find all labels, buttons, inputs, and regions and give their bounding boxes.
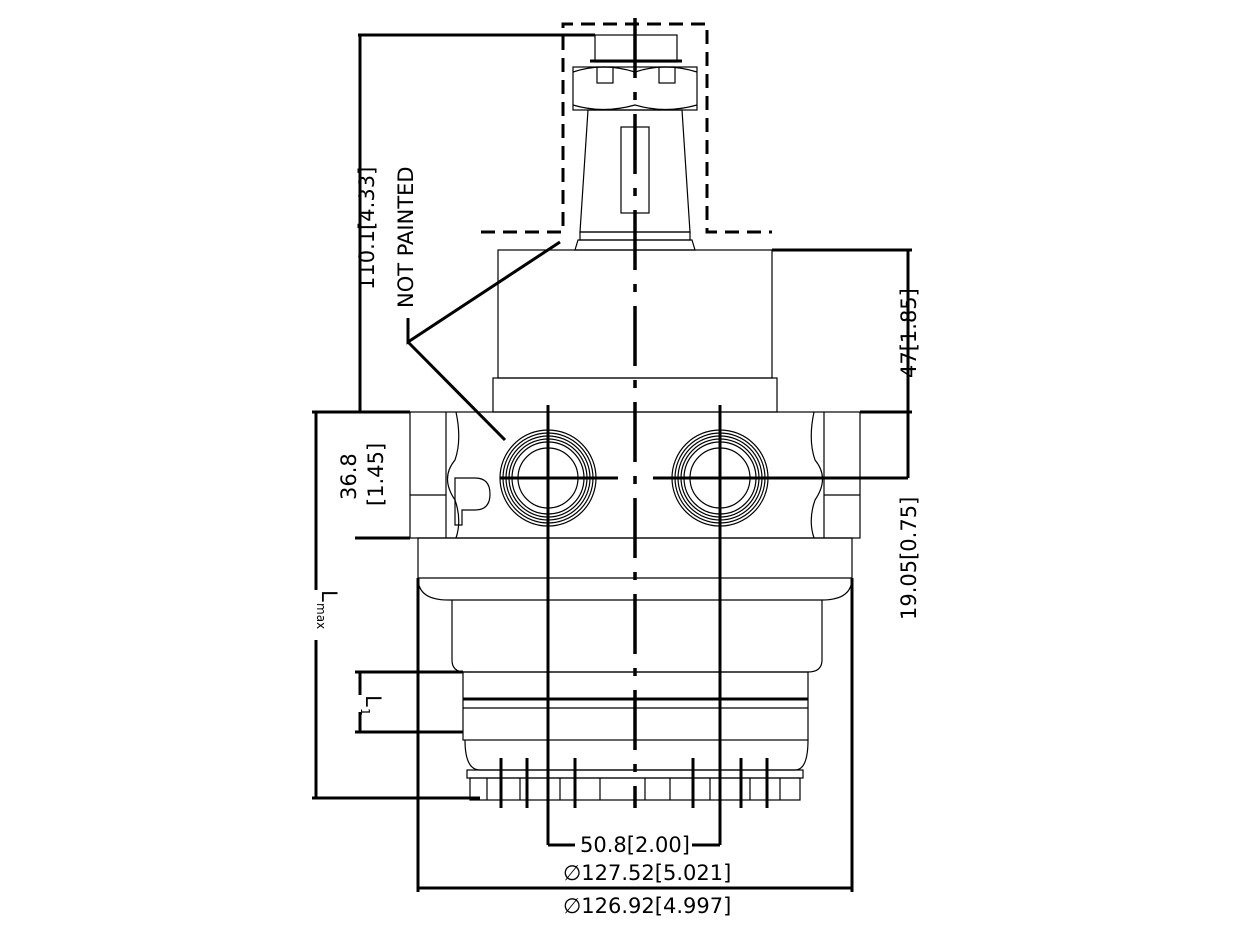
dim-block-height-in: [1.45] [364, 443, 388, 506]
dim-pilot-min: ∅126.92[4.997] [563, 894, 731, 918]
dim-port-spacing: 50.8[2.00] [580, 833, 690, 857]
dim-lmax-subscript: max [314, 603, 328, 629]
bolt-centerlines [499, 758, 769, 808]
port-p-marker [454, 477, 491, 526]
dim-block-height-mm: 36.8 [337, 453, 361, 500]
dim-body-height: 47[1.85] [897, 288, 921, 378]
dim-l1-subscript: 1 [358, 708, 372, 716]
dim-pilot-max: ∅127.52[5.021] [563, 861, 731, 885]
dim-l1-letter: L [361, 695, 385, 707]
not-painted-zone-outline [481, 22, 772, 234]
dim-port-offset: 19.05[0.75] [897, 497, 921, 620]
dimension-lines [312, 33, 912, 892]
dim-overall-height: 110.1[4.33] [355, 167, 379, 290]
note-not-painted: NOT PAINTED [394, 166, 418, 308]
dim-lmax-letter: L [317, 590, 341, 602]
